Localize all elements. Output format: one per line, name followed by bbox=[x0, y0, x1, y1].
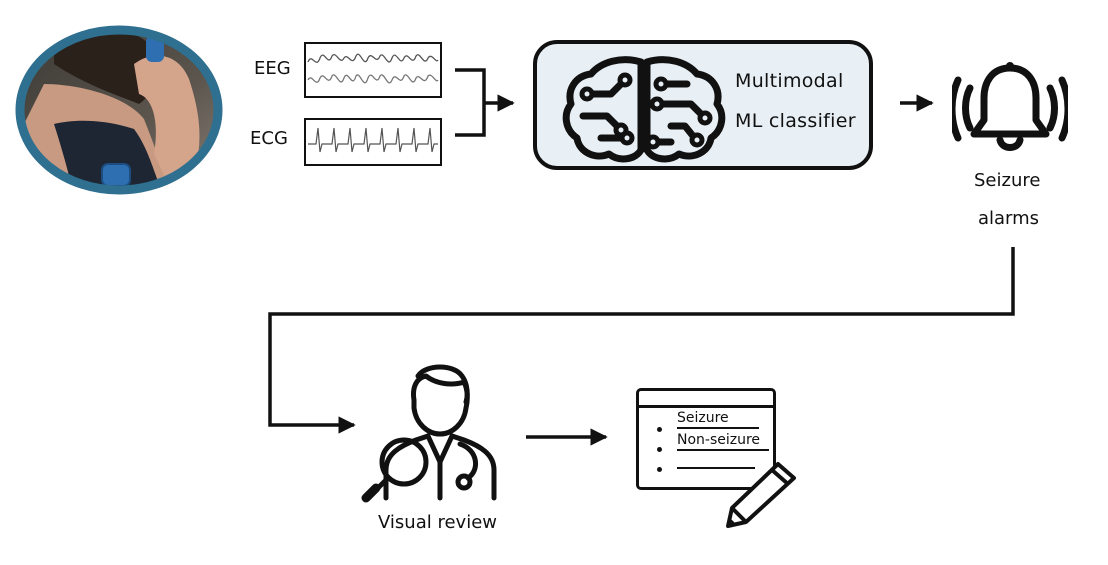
form-empty-line bbox=[677, 467, 755, 469]
review-label: Visual review bbox=[378, 512, 497, 533]
form-item-seizure: Seizure bbox=[677, 409, 759, 429]
form-bullet-1 bbox=[657, 427, 662, 432]
ecg-label: ECG bbox=[250, 128, 288, 149]
doctor-magnifier-icon bbox=[361, 364, 497, 503]
form-header-bar bbox=[639, 405, 773, 408]
classifier-box: Multimodal ML classifier bbox=[533, 40, 873, 170]
ecg-signal-box bbox=[304, 118, 442, 166]
patient-photo bbox=[14, 24, 224, 196]
alarm-bell-icon bbox=[952, 62, 1068, 151]
classifier-line1: Multimodal bbox=[735, 70, 844, 92]
ecg-waveform bbox=[308, 127, 438, 153]
alarm-to-review-connector bbox=[268, 247, 1015, 434]
eeg-waveform-2 bbox=[307, 74, 439, 84]
pencil-icon bbox=[726, 462, 796, 528]
eeg-signal-box bbox=[304, 42, 442, 98]
form-bullet-3 bbox=[657, 467, 662, 472]
eeg-connector bbox=[455, 68, 486, 137]
eeg-waveform-1 bbox=[307, 53, 439, 63]
alarm-line1: Seizure bbox=[974, 170, 1041, 191]
annotation-form: Seizure Non-seizure bbox=[636, 388, 776, 490]
brain-circuit-icon bbox=[562, 56, 726, 163]
form-bullet-2 bbox=[657, 447, 662, 452]
alarm-line2: alarms bbox=[978, 208, 1040, 229]
form-item-nonseizure: Non-seizure bbox=[677, 431, 769, 451]
eeg-label: EEG bbox=[254, 58, 291, 79]
classifier-line2: ML classifier bbox=[735, 110, 856, 132]
